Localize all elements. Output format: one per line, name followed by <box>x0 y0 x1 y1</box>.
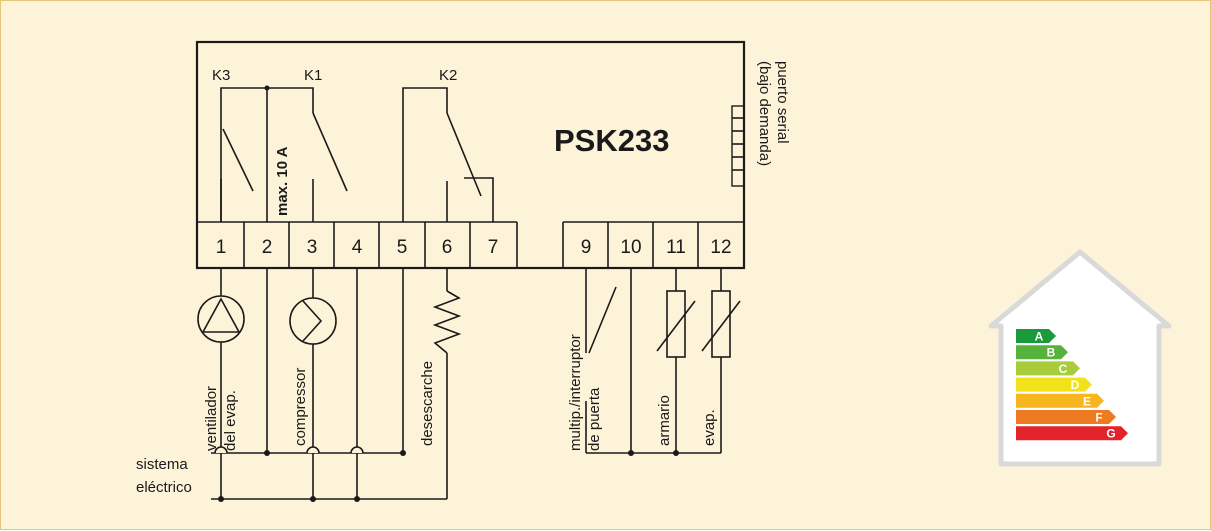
relay-label-k3: K3 <box>212 67 230 84</box>
compressor-label: compressor <box>292 368 309 446</box>
relay-k2-contact <box>402 87 494 222</box>
energy-class-label-b: B <box>1047 346 1056 360</box>
evaporator-probe-symbol <box>701 290 741 358</box>
terminal-12: 12 <box>710 237 731 258</box>
energy-class-label-d: D <box>1071 378 1080 392</box>
serial-port-label-2: (bajo demanda) <box>756 61 773 166</box>
defrost-heater-symbol <box>432 290 462 354</box>
energy-bar-b <box>1016 345 1068 360</box>
terminal-9: 9 <box>581 237 592 258</box>
cabinet-probe-symbol <box>656 290 696 358</box>
serial-port-label-1: puerto serial <box>774 61 791 144</box>
cabinet-probe-label: armario <box>656 395 673 446</box>
energy-bar-a <box>1016 329 1056 343</box>
terminal-1: 1 <box>216 237 227 258</box>
terminal-11: 11 <box>666 237 686 258</box>
terminal-7: 7 <box>488 237 499 258</box>
door-switch-label-1: multip./interruptor <box>567 334 584 451</box>
terminal-4: 4 <box>352 237 363 258</box>
fan-label-2: del evap. <box>222 390 239 451</box>
compressor-symbol <box>289 297 337 345</box>
energy-class-label-a: A <box>1035 330 1044 344</box>
relay-label-k2: K2 <box>439 67 457 84</box>
defrost-label: desescarche <box>419 361 436 446</box>
fan-label-1: ventilador <box>203 386 220 451</box>
mains-label-2: eléctrico <box>136 479 192 496</box>
evaporator-fan-symbol <box>197 295 245 343</box>
evap-probe-label: evap. <box>701 409 718 446</box>
terminal-6: 6 <box>442 237 453 258</box>
relay-k3-contact <box>220 87 268 222</box>
door-switch-label-2: de puerta <box>586 387 603 451</box>
energy-bar-c <box>1016 361 1080 376</box>
max-current-label: max. 10 A <box>274 146 291 216</box>
energy-class-label-c: C <box>1059 362 1068 376</box>
door-switch-contact <box>588 286 617 354</box>
terminal-5: 5 <box>397 237 408 258</box>
serial-port-connector <box>731 105 745 187</box>
terminal-2: 2 <box>262 237 273 258</box>
energy-bar-e <box>1016 393 1104 408</box>
energy-class-label-f: F <box>1095 411 1102 425</box>
relay-label-k1: K1 <box>304 67 322 84</box>
energy-bar-f <box>1016 410 1116 424</box>
relay-k1-contact <box>267 87 348 222</box>
device-model: PSK233 <box>554 123 669 158</box>
terminal-10: 10 <box>620 237 641 258</box>
terminal-3: 3 <box>307 237 318 258</box>
mains-label-1: sistema <box>136 456 188 473</box>
energy-class-label-e: E <box>1083 394 1091 408</box>
energy-bar-g <box>1016 426 1128 441</box>
energy-class-label-g: G <box>1106 427 1115 441</box>
energy-bar-d <box>1016 377 1092 392</box>
